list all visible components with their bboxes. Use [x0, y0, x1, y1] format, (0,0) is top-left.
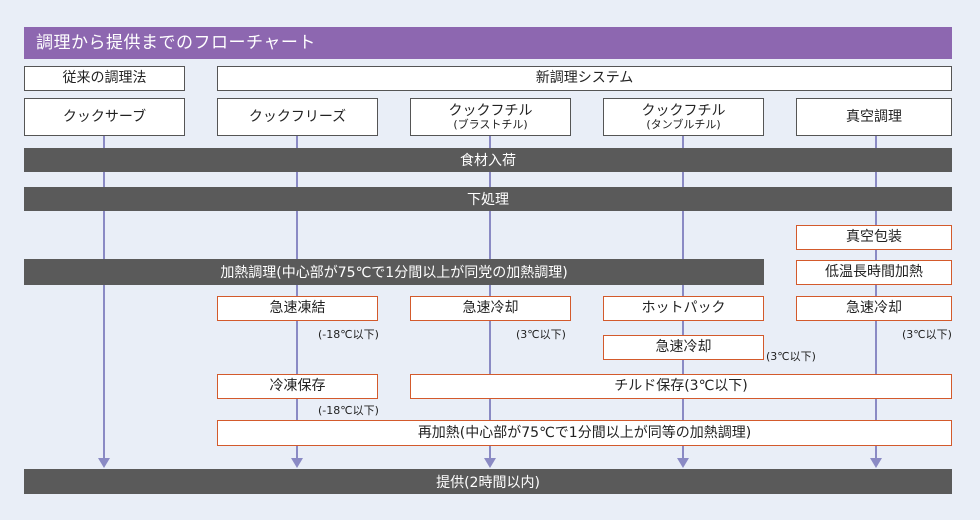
step-heating-bar: 加熱調理(中心部が75℃で1分間以上が同党の加熱調理)	[24, 259, 764, 285]
step-receiving-bar: 食材入荷	[24, 148, 952, 172]
arrowhead-cook-serve	[98, 458, 110, 468]
step-quick-chill-blast: 急速冷却	[410, 296, 571, 321]
method-cook-serve: クックサーブ	[24, 98, 185, 136]
step-frozen-storage: 冷凍保存	[217, 374, 378, 399]
step-quick-chill-blast-text: 急速冷却	[462, 300, 519, 317]
step-frozen-storage-text: 冷凍保存	[269, 378, 326, 395]
step-serve-bar: 提供(2時間以内)	[24, 469, 952, 494]
new-system-label: 新調理システム	[217, 66, 952, 91]
note-vacuum-temp: (3℃以下)	[902, 328, 952, 341]
step-serve-text: 提供(2時間以内)	[436, 474, 540, 491]
method-cook-chill-tumble: クックフチル (タンブルチル)	[603, 98, 764, 136]
method-sublabel: (ブラストチル)	[453, 117, 528, 131]
method-cook-chill-blast: クックフチル (ブラストチル)	[410, 98, 571, 136]
method-vacuum-cooking: 真空調理	[796, 98, 952, 136]
step-reheat-text: 再加熱(中心部が75℃で1分間以上が同等の加熱調理)	[417, 424, 752, 441]
method-label: クックフチル	[641, 102, 726, 119]
step-low-temp-heating: 低温長時間加熱	[796, 260, 952, 285]
step-quick-chill-tumble: 急速冷却	[603, 335, 764, 360]
method-cook-freeze: クックフリーズ	[217, 98, 378, 136]
step-quick-chill-tumble-text: 急速冷却	[655, 339, 712, 356]
method-label: 真空調理	[846, 108, 902, 125]
step-prep-bar: 下処理	[24, 187, 952, 211]
step-prep-text: 下処理	[467, 192, 509, 208]
step-hot-pack-text: ホットパック	[641, 300, 726, 317]
note-frozen-storage-temp: (-18℃以下)	[318, 404, 379, 417]
arrowhead-tumble-chill	[677, 458, 689, 468]
arrowhead-blast-chill	[484, 458, 496, 468]
method-label: クックフチル	[448, 102, 533, 119]
step-low-temp-text: 低温長時間加熱	[825, 264, 923, 281]
note-tumble-temp: (3℃以下)	[766, 350, 816, 363]
step-chilled-storage: チルド保存(3℃以下)	[410, 374, 952, 399]
traditional-method-label: 従来の調理法	[24, 66, 185, 91]
step-receiving-text: 食材入荷	[460, 153, 516, 169]
method-sublabel: (タンブルチル)	[646, 117, 721, 131]
step-quick-freeze: 急速凍結	[217, 296, 378, 321]
step-reheat: 再加熱(中心部が75℃で1分間以上が同等の加熱調理)	[217, 420, 952, 446]
step-vacuum-pack: 真空包装	[796, 225, 952, 250]
step-quick-chill-vacuum: 急速冷却	[796, 296, 952, 321]
note-blast-temp: (3℃以下)	[516, 328, 566, 341]
arrowhead-vacuum	[870, 458, 882, 468]
note-freeze-temp: (-18℃以下)	[318, 328, 379, 341]
step-quick-chill-vacuum-text: 急速冷却	[846, 300, 902, 317]
page-title: 調理から提供までのフローチャート	[24, 27, 952, 59]
step-hot-pack: ホットパック	[603, 296, 764, 321]
step-heating-text: 加熱調理(中心部が75℃で1分間以上が同党の加熱調理)	[220, 265, 568, 281]
traditional-method-text: 従来の調理法	[62, 70, 147, 87]
new-system-text: 新調理システム	[535, 70, 634, 87]
step-vacuum-pack-text: 真空包装	[846, 229, 902, 246]
method-label: クックサーブ	[62, 108, 147, 125]
method-label: クックフリーズ	[248, 108, 347, 125]
step-chilled-storage-text: チルド保存(3℃以下)	[614, 378, 748, 395]
arrowhead-cook-freeze	[291, 458, 303, 468]
step-quick-freeze-text: 急速凍結	[269, 300, 326, 317]
